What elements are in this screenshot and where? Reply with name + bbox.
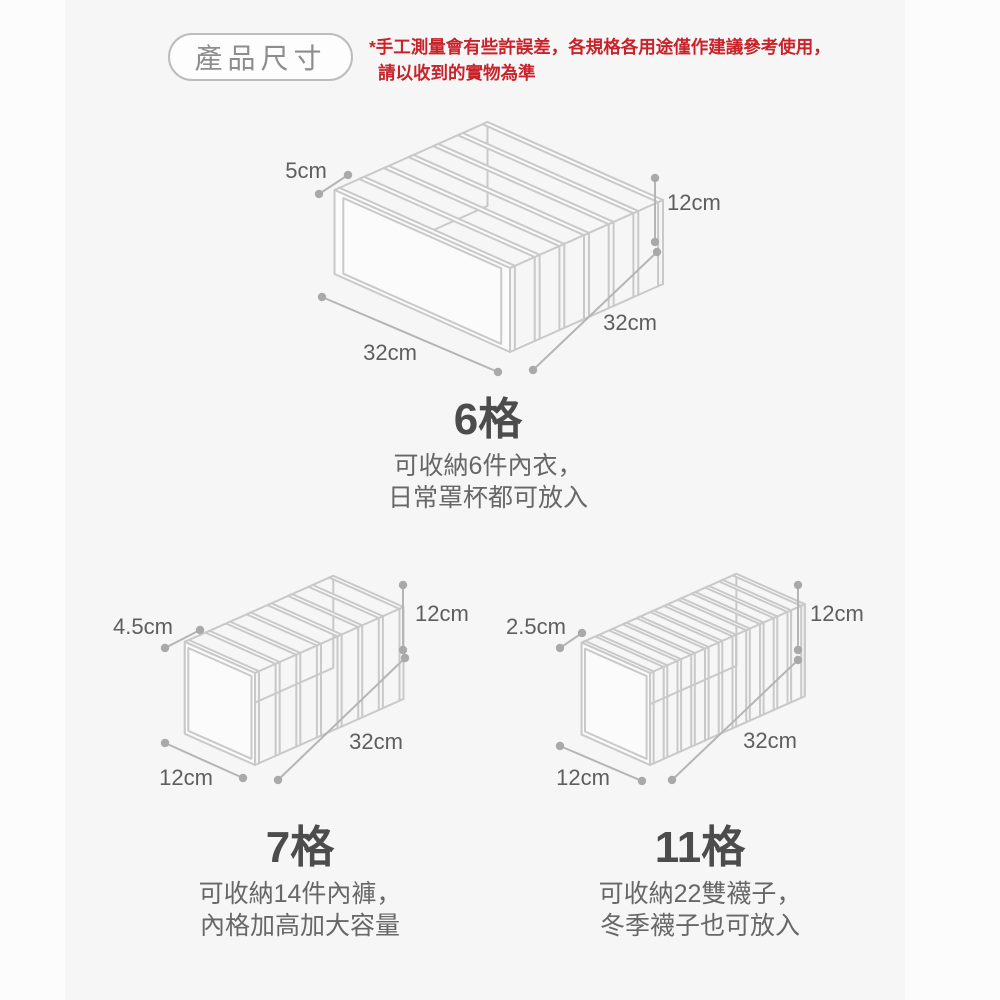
product-size-badge-label: 產品尺寸 [194, 43, 327, 74]
organizer-7-cell-drawing [160, 574, 410, 785]
section-title-7-cell: 7格 [265, 823, 335, 872]
desc-line-1: 可收納14件內褲， [198, 880, 402, 908]
organizer-11-cell-drawing [555, 572, 806, 786]
dim-label-side-11cell: 32cm [743, 728, 797, 753]
section-desc-6-cell: 可收納6件內衣， 日常罩杯都可放入 [288, 450, 688, 514]
dim-label-slot-7cell: 4.5cm [113, 614, 173, 639]
desc-line-2: 內格加高加大容量 [199, 912, 400, 940]
section-title-11-cell: 11格 [654, 823, 746, 872]
dim-label-height-11cell: 12cm [810, 601, 864, 626]
section-11-cell: 11格 可收納22雙襪子， 冬季襪子也可放入 [530, 824, 870, 942]
disclaimer-line-1: *手工測量會有些許誤差，各規格各用途僅作建議參考使用， [369, 37, 831, 57]
dim-label-side-6cell: 32cm [603, 310, 657, 335]
dim-label-slot-6cell: 5cm [285, 158, 327, 183]
dim-label-front-7cell: 12cm [159, 765, 213, 790]
desc-line-2: 日常罩杯都可放入 [387, 484, 588, 512]
section-6-cell: 6格 可收納6件內衣， 日常罩杯都可放入 [288, 396, 688, 514]
dim-label-height-6cell: 12cm [667, 190, 721, 215]
section-7-cell: 7格 可收納14件內褲， 內格加高加大容量 [130, 824, 470, 942]
section-desc-11-cell: 可收納22雙襪子， 冬季襪子也可放入 [530, 878, 870, 942]
desc-line-1: 可收納6件內衣， [393, 452, 583, 480]
dim-label-side-7cell: 32cm [349, 729, 403, 754]
dim-label-front-6cell: 32cm [363, 340, 417, 365]
product-size-badge: 產品尺寸 [168, 33, 353, 81]
section-title-6-cell: 6格 [453, 395, 523, 444]
desc-line-2: 冬季襪子也可放入 [599, 912, 800, 940]
dim-label-slot-11cell: 2.5cm [506, 614, 566, 639]
organizer-6-cell-drawing [314, 121, 664, 377]
section-desc-7-cell: 可收納14件內褲， 內格加高加大容量 [130, 878, 470, 942]
disclaimer-line-2: 請以收到的實物為準 [378, 63, 536, 83]
desc-line-1: 可收納22雙襪子， [598, 880, 802, 908]
dim-label-front-11cell: 12cm [556, 765, 610, 790]
dim-label-height-7cell: 12cm [415, 601, 469, 626]
measurement-disclaimer: *手工測量會有些許誤差，各規格各用途僅作建議參考使用， 請以收到的實物為準 [369, 34, 869, 86]
